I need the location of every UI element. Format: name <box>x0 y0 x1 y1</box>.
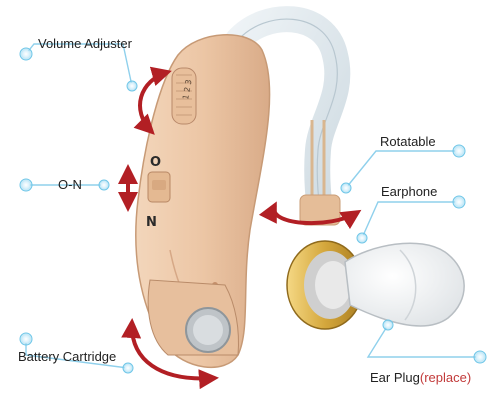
switch-marking-o: O <box>150 155 161 170</box>
callout-dot <box>126 80 138 92</box>
volume-arrow <box>133 66 172 135</box>
ear-plug-note: (replace) <box>419 370 472 385</box>
callout-dots <box>19 47 487 374</box>
label-on-switch: O-N <box>58 177 82 192</box>
label-battery-cartridge: Battery Cartridge <box>18 349 117 364</box>
earphone <box>286 240 364 330</box>
callout-dot <box>382 319 394 331</box>
dial-numbers: 1 2 3 <box>181 79 193 101</box>
callout-lines <box>25 43 480 369</box>
label-rotatable: Rotatable <box>380 134 436 149</box>
callout-dot <box>19 332 33 346</box>
label-volume-adjuster: Volume Adjuster <box>38 36 132 51</box>
ear-hook <box>225 6 351 223</box>
callout-dot <box>340 182 352 194</box>
callout-dot <box>19 47 33 61</box>
battery-cartridge <box>147 279 239 356</box>
volume-dial <box>171 67 197 125</box>
callout-dot <box>356 232 368 244</box>
on-off-switch <box>147 171 171 203</box>
rotate-arrow <box>258 201 362 230</box>
callout-dot <box>19 178 33 192</box>
ear-plug-text: Ear Plug <box>370 370 420 385</box>
ear-plug <box>344 242 465 327</box>
callout-dot <box>452 144 466 158</box>
callout-dot <box>98 179 110 191</box>
battery-arrow <box>121 318 219 390</box>
label-ear-plug: Ear Plug(replace) <box>370 371 471 384</box>
callout-dot <box>122 362 134 374</box>
arrows <box>118 66 362 390</box>
callout-dot <box>452 195 466 209</box>
label-earphone: Earphone <box>381 184 438 199</box>
callout-dot <box>473 350 487 364</box>
switch-marking-n: N <box>146 215 157 230</box>
